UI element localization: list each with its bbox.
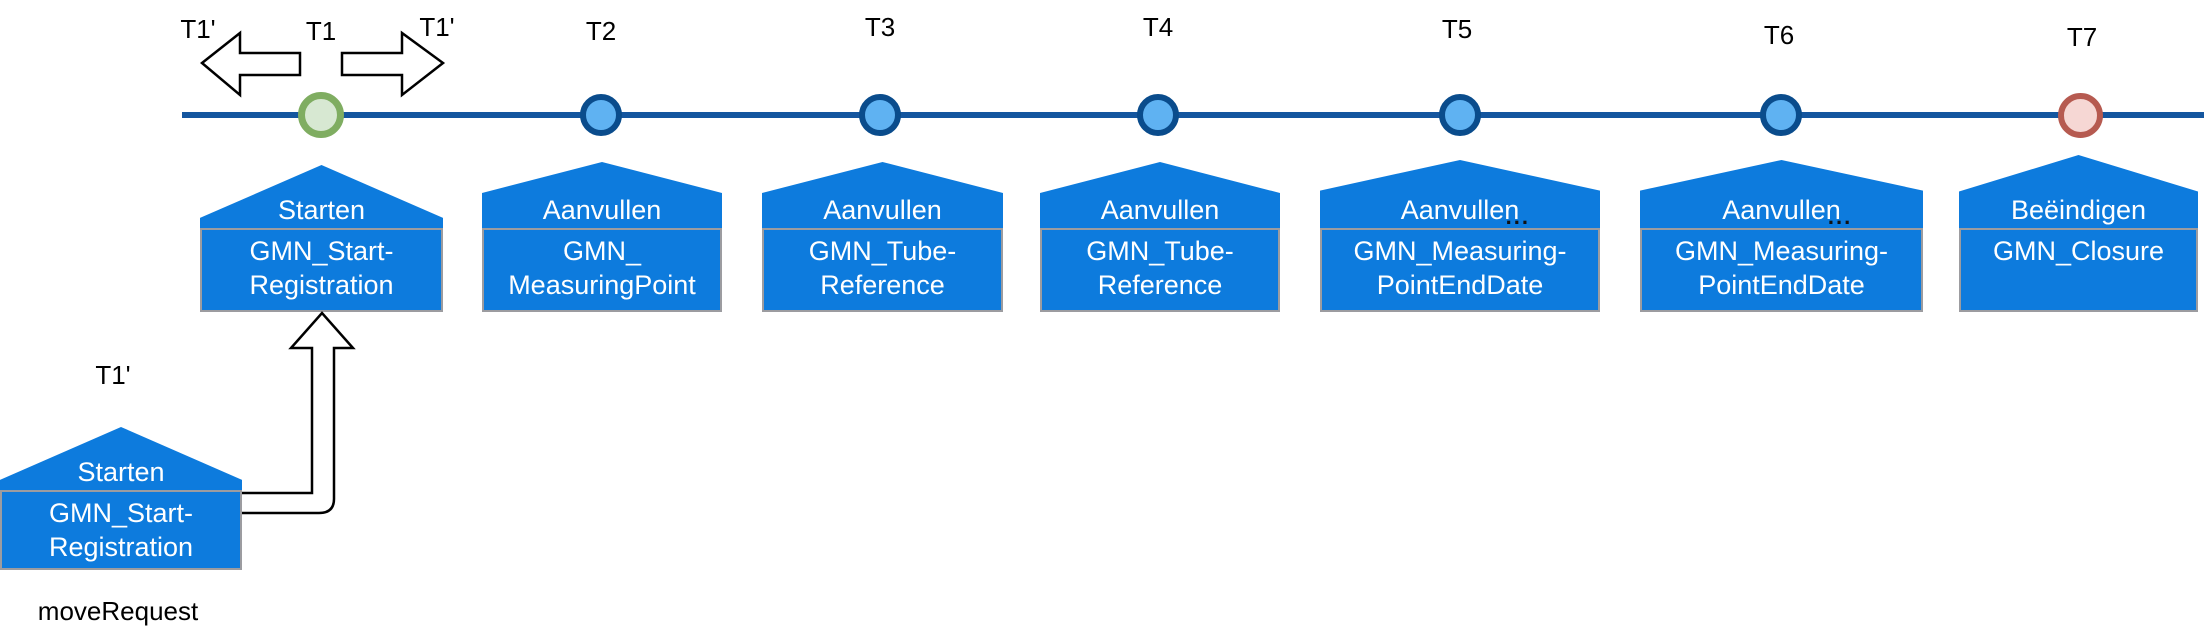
phase-title: Starten bbox=[77, 457, 165, 487]
phase-title: Aanvullen bbox=[1100, 195, 1220, 225]
time-label-t1-prime-left: T1' bbox=[180, 14, 216, 44]
phase-box-t1: Starten GMN_Start- Registration bbox=[200, 165, 443, 312]
time-label-t4: T4 bbox=[1142, 12, 1174, 42]
timeline-point-t4 bbox=[1137, 94, 1179, 136]
phase-box-t6: Aanvullen ... GMN_Measuring- PointEndDat… bbox=[1640, 160, 1923, 312]
phase-box-roof: Starten bbox=[200, 165, 443, 228]
phase-body-line: Reference bbox=[1097, 270, 1223, 300]
phase-title: Aanvullen bbox=[823, 195, 942, 225]
move-request-label: moveRequest bbox=[37, 596, 199, 626]
phase-body: GMN_Start- Registration bbox=[0, 490, 242, 570]
timeline-point-t5 bbox=[1439, 94, 1481, 136]
phase-body-line: GMN_Tube- bbox=[1086, 236, 1234, 266]
moved-box-time-label: T1' bbox=[95, 360, 131, 390]
phase-body-line: GMN_ bbox=[562, 236, 641, 266]
phase-title: Beëindigen bbox=[2010, 195, 2147, 225]
phase-body-line: PointEndDate bbox=[1376, 270, 1544, 300]
phase-body: GMN_Measuring- PointEndDate bbox=[1320, 228, 1600, 312]
phase-body-line: GMN_Start- bbox=[249, 236, 394, 266]
phase-box-roof: Beëindigen bbox=[1959, 155, 2198, 228]
phase-box-t7: Beëindigen GMN_Closure bbox=[1959, 155, 2198, 312]
timeline-point-t7 bbox=[2058, 93, 2103, 138]
phase-body: GMN_Start- Registration bbox=[200, 228, 443, 312]
time-label-t1: T1 bbox=[305, 16, 337, 46]
phase-body-line: GMN_Measuring- bbox=[1674, 236, 1889, 266]
phase-body-line: PointEndDate bbox=[1698, 270, 1865, 300]
phase-body: GMN_ MeasuringPoint bbox=[482, 228, 722, 312]
phase-body: GMN_Tube- Reference bbox=[1040, 228, 1280, 312]
phase-box-t3: Aanvullen GMN_Tube- Reference bbox=[762, 162, 1003, 312]
phase-body-line: MeasuringPoint bbox=[508, 270, 696, 300]
phase-body: GMN_Measuring- PointEndDate bbox=[1640, 228, 1923, 312]
time-label-t1-prime-right: T1' bbox=[419, 12, 455, 42]
phase-body: GMN_Tube- Reference bbox=[762, 228, 1003, 312]
time-label-t2: T2 bbox=[585, 16, 617, 46]
phase-body-line: GMN_Measuring- bbox=[1353, 236, 1567, 266]
phase-body-line: Reference bbox=[820, 270, 945, 300]
timeline-line bbox=[182, 112, 2204, 118]
phase-body-line: GMN_Start- bbox=[48, 498, 194, 528]
time-label-t6: T6 bbox=[1763, 20, 1795, 50]
time-label-t5: T5 bbox=[1441, 14, 1473, 44]
phase-body-line: Registration bbox=[48, 532, 194, 562]
phase-box-roof: Aanvullen ... bbox=[1320, 160, 1600, 228]
phase-title: Aanvullen bbox=[1722, 195, 1841, 225]
move-left-arrow-icon bbox=[200, 30, 302, 98]
timeline-point-t3 bbox=[859, 94, 901, 136]
phase-title: Aanvullen bbox=[542, 195, 662, 225]
phase-box-roof: Aanvullen ... bbox=[1640, 160, 1923, 228]
phase-body-line: Registration bbox=[249, 270, 394, 300]
phase-title: Starten bbox=[277, 195, 366, 225]
phase-title: Aanvullen bbox=[1400, 195, 1520, 225]
timeline-point-t1 bbox=[298, 92, 344, 138]
phase-box-roof: Aanvullen bbox=[1040, 162, 1280, 228]
time-label-t7: T7 bbox=[2066, 22, 2098, 52]
phase-box-roof: Aanvullen bbox=[762, 162, 1003, 228]
time-label-t3: T3 bbox=[864, 12, 896, 42]
phase-box-t2: Aanvullen GMN_ MeasuringPoint bbox=[482, 162, 722, 312]
phase-body-line: GMN_Tube- bbox=[808, 236, 957, 266]
moved-request-box: Starten GMN_Start- Registration bbox=[0, 427, 242, 570]
phase-box-roof: Starten bbox=[0, 427, 242, 490]
phase-box-t5: Aanvullen ... GMN_Measuring- PointEndDat… bbox=[1320, 160, 1600, 312]
phase-body-line: GMN_Closure bbox=[1992, 236, 2165, 266]
timeline-point-t2 bbox=[580, 94, 622, 136]
timeline-point-t6 bbox=[1760, 94, 1802, 136]
move-request-arrow-icon bbox=[242, 311, 356, 515]
truncation-dots: ... bbox=[1505, 204, 1530, 229]
phase-body: GMN_Closure bbox=[1959, 228, 2198, 312]
phase-box-t4: Aanvullen GMN_Tube- Reference bbox=[1040, 162, 1280, 312]
phase-box-roof: Aanvullen bbox=[482, 162, 722, 228]
truncation-dots: ... bbox=[1827, 204, 1853, 229]
